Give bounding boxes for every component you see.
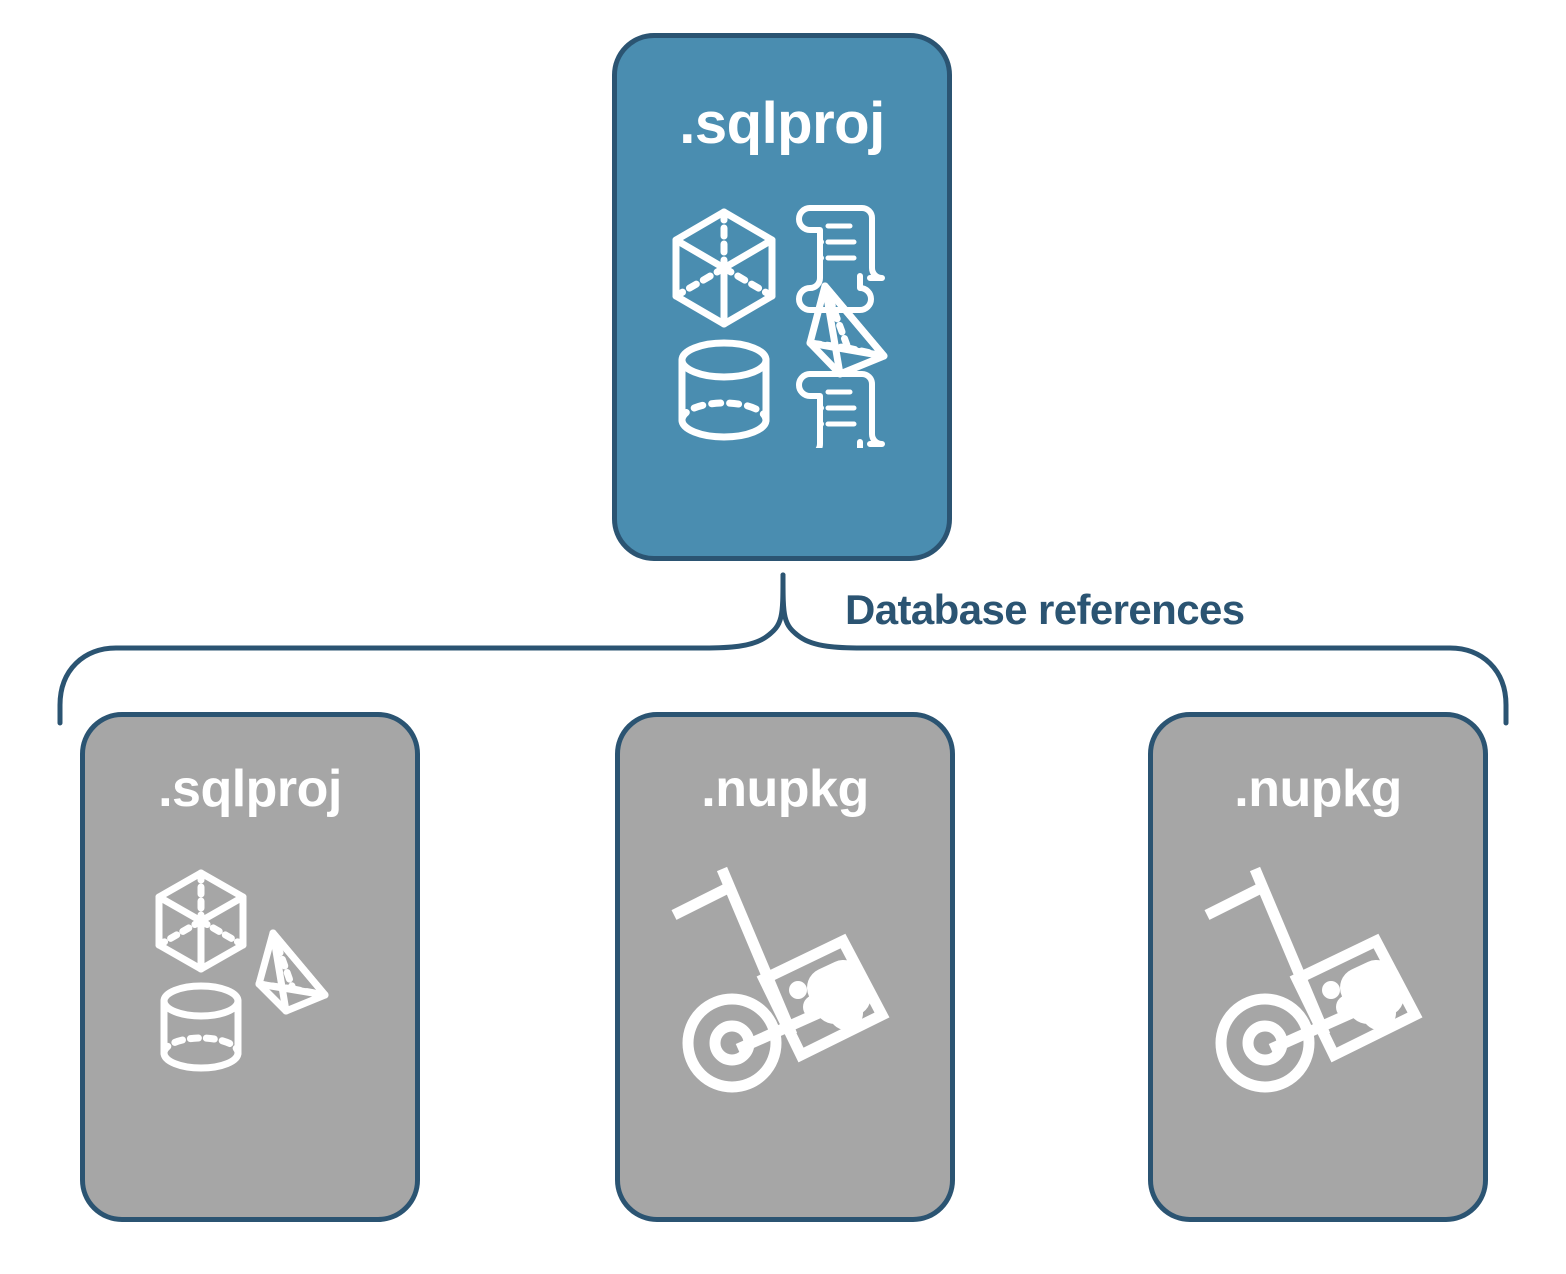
pyramid-icon	[255, 929, 329, 1015]
scroll-icon	[796, 371, 885, 448]
reference-card-nupkg-1[interactable]: .nupkg	[615, 712, 955, 1222]
reference-card-icon-group	[1153, 855, 1483, 1100]
pyramid-icon	[806, 282, 888, 378]
hand-truck-package-icon	[671, 866, 890, 1093]
reference-card-label: .nupkg	[1234, 760, 1402, 818]
reference-card-icon-group	[85, 855, 415, 1085]
reference-card-label: .nupkg	[701, 760, 869, 818]
cube-icon	[672, 208, 776, 328]
cylinder-icon	[160, 982, 242, 1072]
reference-card-icon-group	[620, 855, 950, 1100]
scroll-icon	[796, 205, 885, 313]
hand-truck-package-icon	[1204, 866, 1423, 1093]
brace-label: Database references	[845, 586, 1245, 633]
root-project-label: .sqlproj	[679, 91, 885, 156]
database-references-brace	[57, 572, 1509, 726]
cube-icon	[155, 869, 247, 973]
root-project-icon-group	[617, 188, 947, 448]
reference-card-sqlproj[interactable]: .sqlproj	[80, 712, 420, 1222]
cylinder-icon	[678, 339, 770, 441]
root-project-card[interactable]: .sqlproj	[612, 33, 952, 561]
reference-card-label: .sqlproj	[158, 760, 342, 818]
reference-card-nupkg-2[interactable]: .nupkg	[1148, 712, 1488, 1222]
